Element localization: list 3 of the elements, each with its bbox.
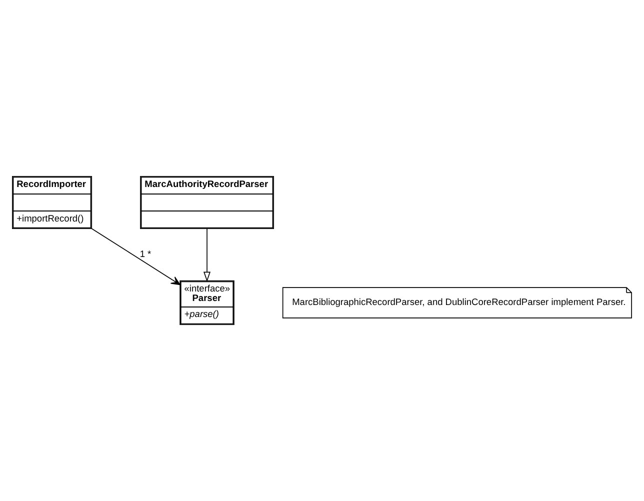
arrow: [203, 228, 211, 282]
arrow: [92, 228, 180, 286]
edge-label: 1 *: [140, 249, 152, 260]
